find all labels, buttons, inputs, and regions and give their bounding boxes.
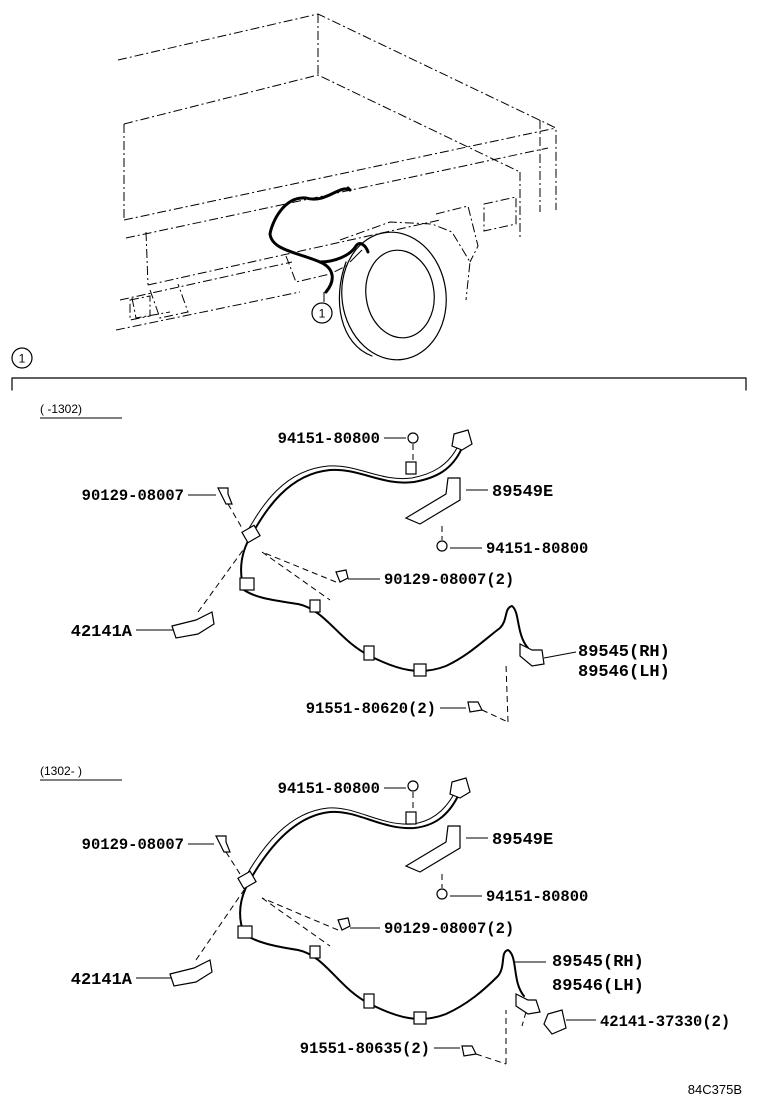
label-bracket-2: 89549E — [492, 831, 553, 850]
label-nut-top-1: 94151-80800 — [278, 430, 380, 448]
harness-wire-2 — [239, 793, 525, 1020]
header-callout-number: 1 — [19, 352, 26, 366]
label-nut-top-2: 94151-80800 — [278, 780, 380, 798]
harness-wire-1 — [240, 445, 529, 672]
section-after-1302: (1302- ) — [40, 764, 730, 1065]
label-nut-bottom-1: 94151-80800 — [486, 540, 588, 558]
truck-illustration: 1 — [115, 13, 557, 361]
section-before-1302: ( -1302) — [40, 402, 670, 723]
label-sensor-rh-2: 89545(RH) — [552, 953, 644, 972]
label-sensor-lh-1: 89546(LH) — [578, 663, 670, 682]
label-sensor-lh-2: 89546(LH) — [552, 977, 644, 996]
range-after-1302: (1302- ) — [40, 764, 82, 778]
label-bolt-bottom-1: 91551-80620(2) — [306, 700, 436, 718]
label-clamp-2: 42141A — [71, 971, 133, 990]
figure-code: 84C375B — [688, 1082, 742, 1097]
section-header: 1 — [11, 347, 747, 391]
bracket-89549e-shape — [404, 477, 461, 525]
label-clamp-1: 42141A — [71, 623, 133, 642]
label-bolt-mid-1: 90129-08007(2) — [384, 571, 514, 589]
label-bolt-mid-2: 90129-08007(2) — [384, 920, 514, 938]
label-bolt-left-2: 90129-08007 — [82, 836, 184, 854]
range-before-1302: ( -1302) — [40, 402, 82, 416]
label-bolt-bottom-2: 91551-80635(2) — [300, 1040, 430, 1058]
label-bolt-left-1: 90129-08007 — [82, 487, 184, 505]
label-bracket-1: 89549E — [492, 483, 553, 502]
label-clip-2: 42141-37330(2) — [600, 1013, 730, 1031]
label-sensor-rh-1: 89545(RH) — [578, 643, 670, 662]
callout-number: 1 — [319, 307, 326, 321]
label-nut-bottom-2: 94151-80800 — [486, 888, 588, 906]
